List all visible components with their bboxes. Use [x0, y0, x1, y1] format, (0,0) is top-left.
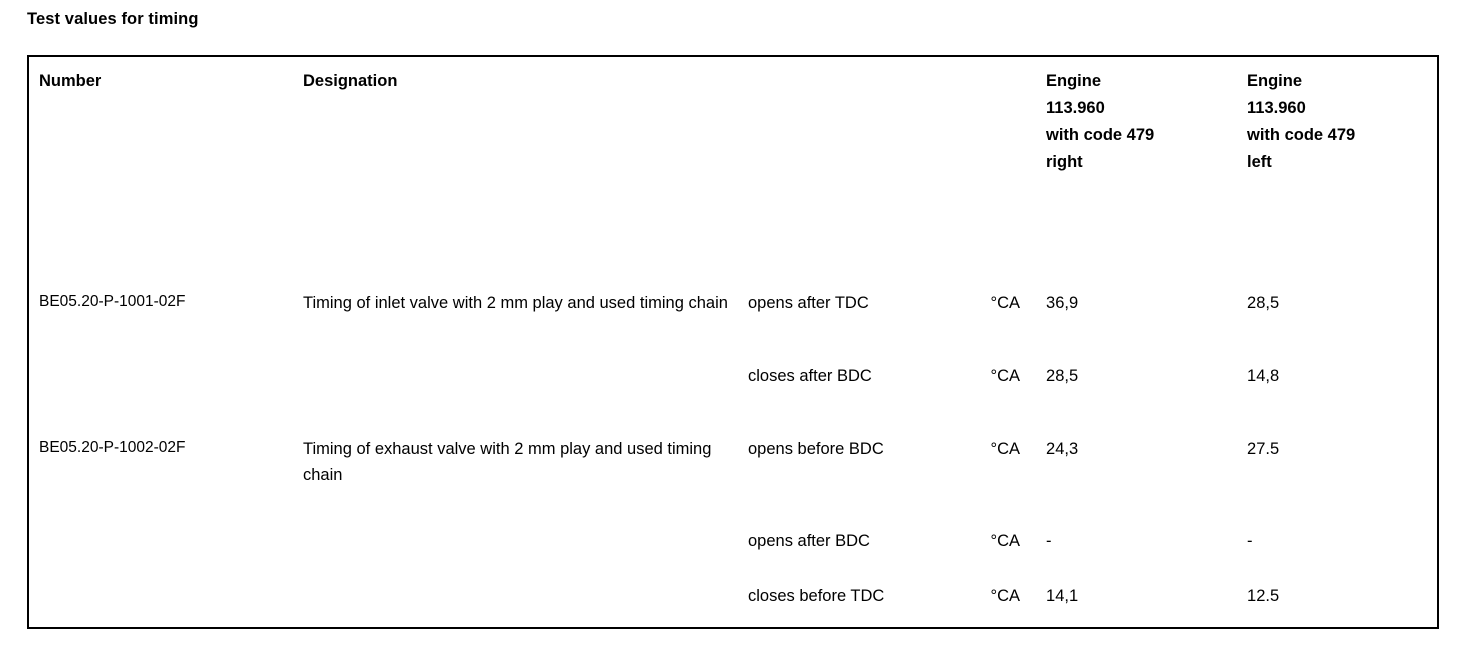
- cell-unit-2-3: °CA: [928, 572, 1036, 628]
- cell-condition-1-2: closes after BDC: [738, 352, 928, 425]
- column-header-designation: Designation: [303, 72, 398, 90]
- value-right-2-1: 24,3: [1046, 440, 1079, 458]
- value-right-1-2: 28,5: [1046, 367, 1079, 385]
- engine-left-line-2: 113.960: [1247, 99, 1306, 117]
- part-number-1: BE05.20-P-1001-02F: [39, 293, 186, 310]
- header-cell-engine-left: Engine 113.960 with code 479 left: [1237, 56, 1438, 279]
- unit-text-1-2: °CA: [990, 367, 1021, 385]
- cell-number-1: BE05.20-P-1001-02F: [28, 279, 293, 425]
- cell-value-left-1-2: 14,8: [1237, 352, 1438, 425]
- table-subrow: opens after BDC °CA - -: [28, 517, 1438, 572]
- table-header-row: Number Designation Engine 113.960 with c…: [28, 56, 1438, 279]
- engine-left-line-4: left: [1247, 153, 1272, 171]
- value-right-2-3: 14,1: [1046, 587, 1079, 605]
- header-cell-engine-right: Engine 113.960 with code 479 right: [1036, 56, 1237, 279]
- engine-right-line-1: Engine: [1046, 72, 1102, 90]
- engine-right-line-2: 113.960: [1046, 99, 1105, 117]
- column-header-engine-right: Engine 113.960 with code 479 right: [1036, 57, 1237, 186]
- cell-designation-2: Timing of exhaust valve with 2 mm play a…: [293, 425, 738, 628]
- unit-text-2-3: °CA: [990, 587, 1021, 605]
- cell-value-left-2-1: 27.5: [1237, 425, 1438, 517]
- cell-value-left-1-1: 28,5: [1237, 279, 1438, 352]
- value-left-2-1: 27.5: [1247, 440, 1280, 458]
- condition-text-2-3: closes before TDC: [748, 587, 885, 605]
- cell-value-right-2-3: 14,1: [1036, 572, 1237, 628]
- cell-value-left-2-3: 12.5: [1237, 572, 1438, 628]
- cell-condition-2-3: closes before TDC: [738, 572, 928, 628]
- cell-value-right-2-1: 24,3: [1036, 425, 1237, 517]
- value-left-2-2: -: [1247, 532, 1253, 550]
- engine-left-line-3: with code 479: [1247, 126, 1356, 144]
- engine-right-line-3: with code 479: [1046, 126, 1155, 144]
- cell-unit-2-1: °CA: [928, 425, 1036, 517]
- engine-left-line-1: Engine: [1247, 72, 1303, 90]
- cell-condition-2-1: opens before BDC: [738, 425, 928, 517]
- unit-text-2-1: °CA: [990, 440, 1021, 458]
- value-left-1-2: 14,8: [1247, 367, 1280, 385]
- cell-unit-2-2: °CA: [928, 517, 1036, 572]
- cell-condition-2-2: opens after BDC: [738, 517, 928, 572]
- cell-value-left-2-2: -: [1237, 517, 1438, 572]
- engine-right-line-4: right: [1046, 153, 1083, 171]
- part-number-2: BE05.20-P-1002-02F: [39, 439, 186, 456]
- condition-text-1-2: closes after BDC: [748, 367, 872, 385]
- cell-value-right-1-2: 28,5: [1036, 352, 1237, 425]
- page-title: Test values for timing: [27, 10, 199, 28]
- condition-text-2-2: opens after BDC: [748, 532, 870, 550]
- table-subrow: closes before TDC °CA 14,1 12.5: [28, 572, 1438, 628]
- cell-unit-1-1: °CA: [928, 279, 1036, 352]
- cell-designation-1: Timing of inlet valve with 2 mm play and…: [293, 279, 738, 425]
- table-row: BE05.20-P-1001-02F Timing of inlet valve…: [28, 279, 1438, 352]
- unit-text-2-2: °CA: [990, 532, 1021, 550]
- designation-text-2: Timing of exhaust valve with 2 mm play a…: [303, 440, 712, 484]
- test-values-table-container: Number Designation Engine 113.960 with c…: [27, 55, 1440, 629]
- table-subrow: closes after BDC °CA 28,5 14,8: [28, 352, 1438, 425]
- cell-condition-1-1: opens after TDC: [738, 279, 928, 352]
- condition-text-2-1: opens before BDC: [748, 440, 884, 458]
- unit-text-1-1: °CA: [990, 294, 1021, 312]
- column-header-engine-left: Engine 113.960 with code 479 left: [1237, 57, 1437, 186]
- cell-value-right-1-1: 36,9: [1036, 279, 1237, 352]
- header-cell-number: Number: [28, 56, 293, 279]
- designation-text-1: Timing of inlet valve with 2 mm play and…: [303, 294, 728, 312]
- cell-number-2: BE05.20-P-1002-02F: [28, 425, 293, 628]
- column-header-number: Number: [39, 72, 102, 90]
- condition-text-1-1: opens after TDC: [748, 294, 869, 312]
- cell-unit-1-2: °CA: [928, 352, 1036, 425]
- value-right-2-2: -: [1046, 532, 1052, 550]
- cell-value-right-2-2: -: [1036, 517, 1237, 572]
- table-row: BE05.20-P-1002-02F Timing of exhaust val…: [28, 425, 1438, 517]
- header-cell-designation: Designation: [293, 56, 1036, 279]
- value-left-1-1: 28,5: [1247, 294, 1280, 312]
- value-right-1-1: 36,9: [1046, 294, 1079, 312]
- test-values-table: Number Designation Engine 113.960 with c…: [27, 55, 1440, 629]
- value-left-2-3: 12.5: [1247, 587, 1280, 605]
